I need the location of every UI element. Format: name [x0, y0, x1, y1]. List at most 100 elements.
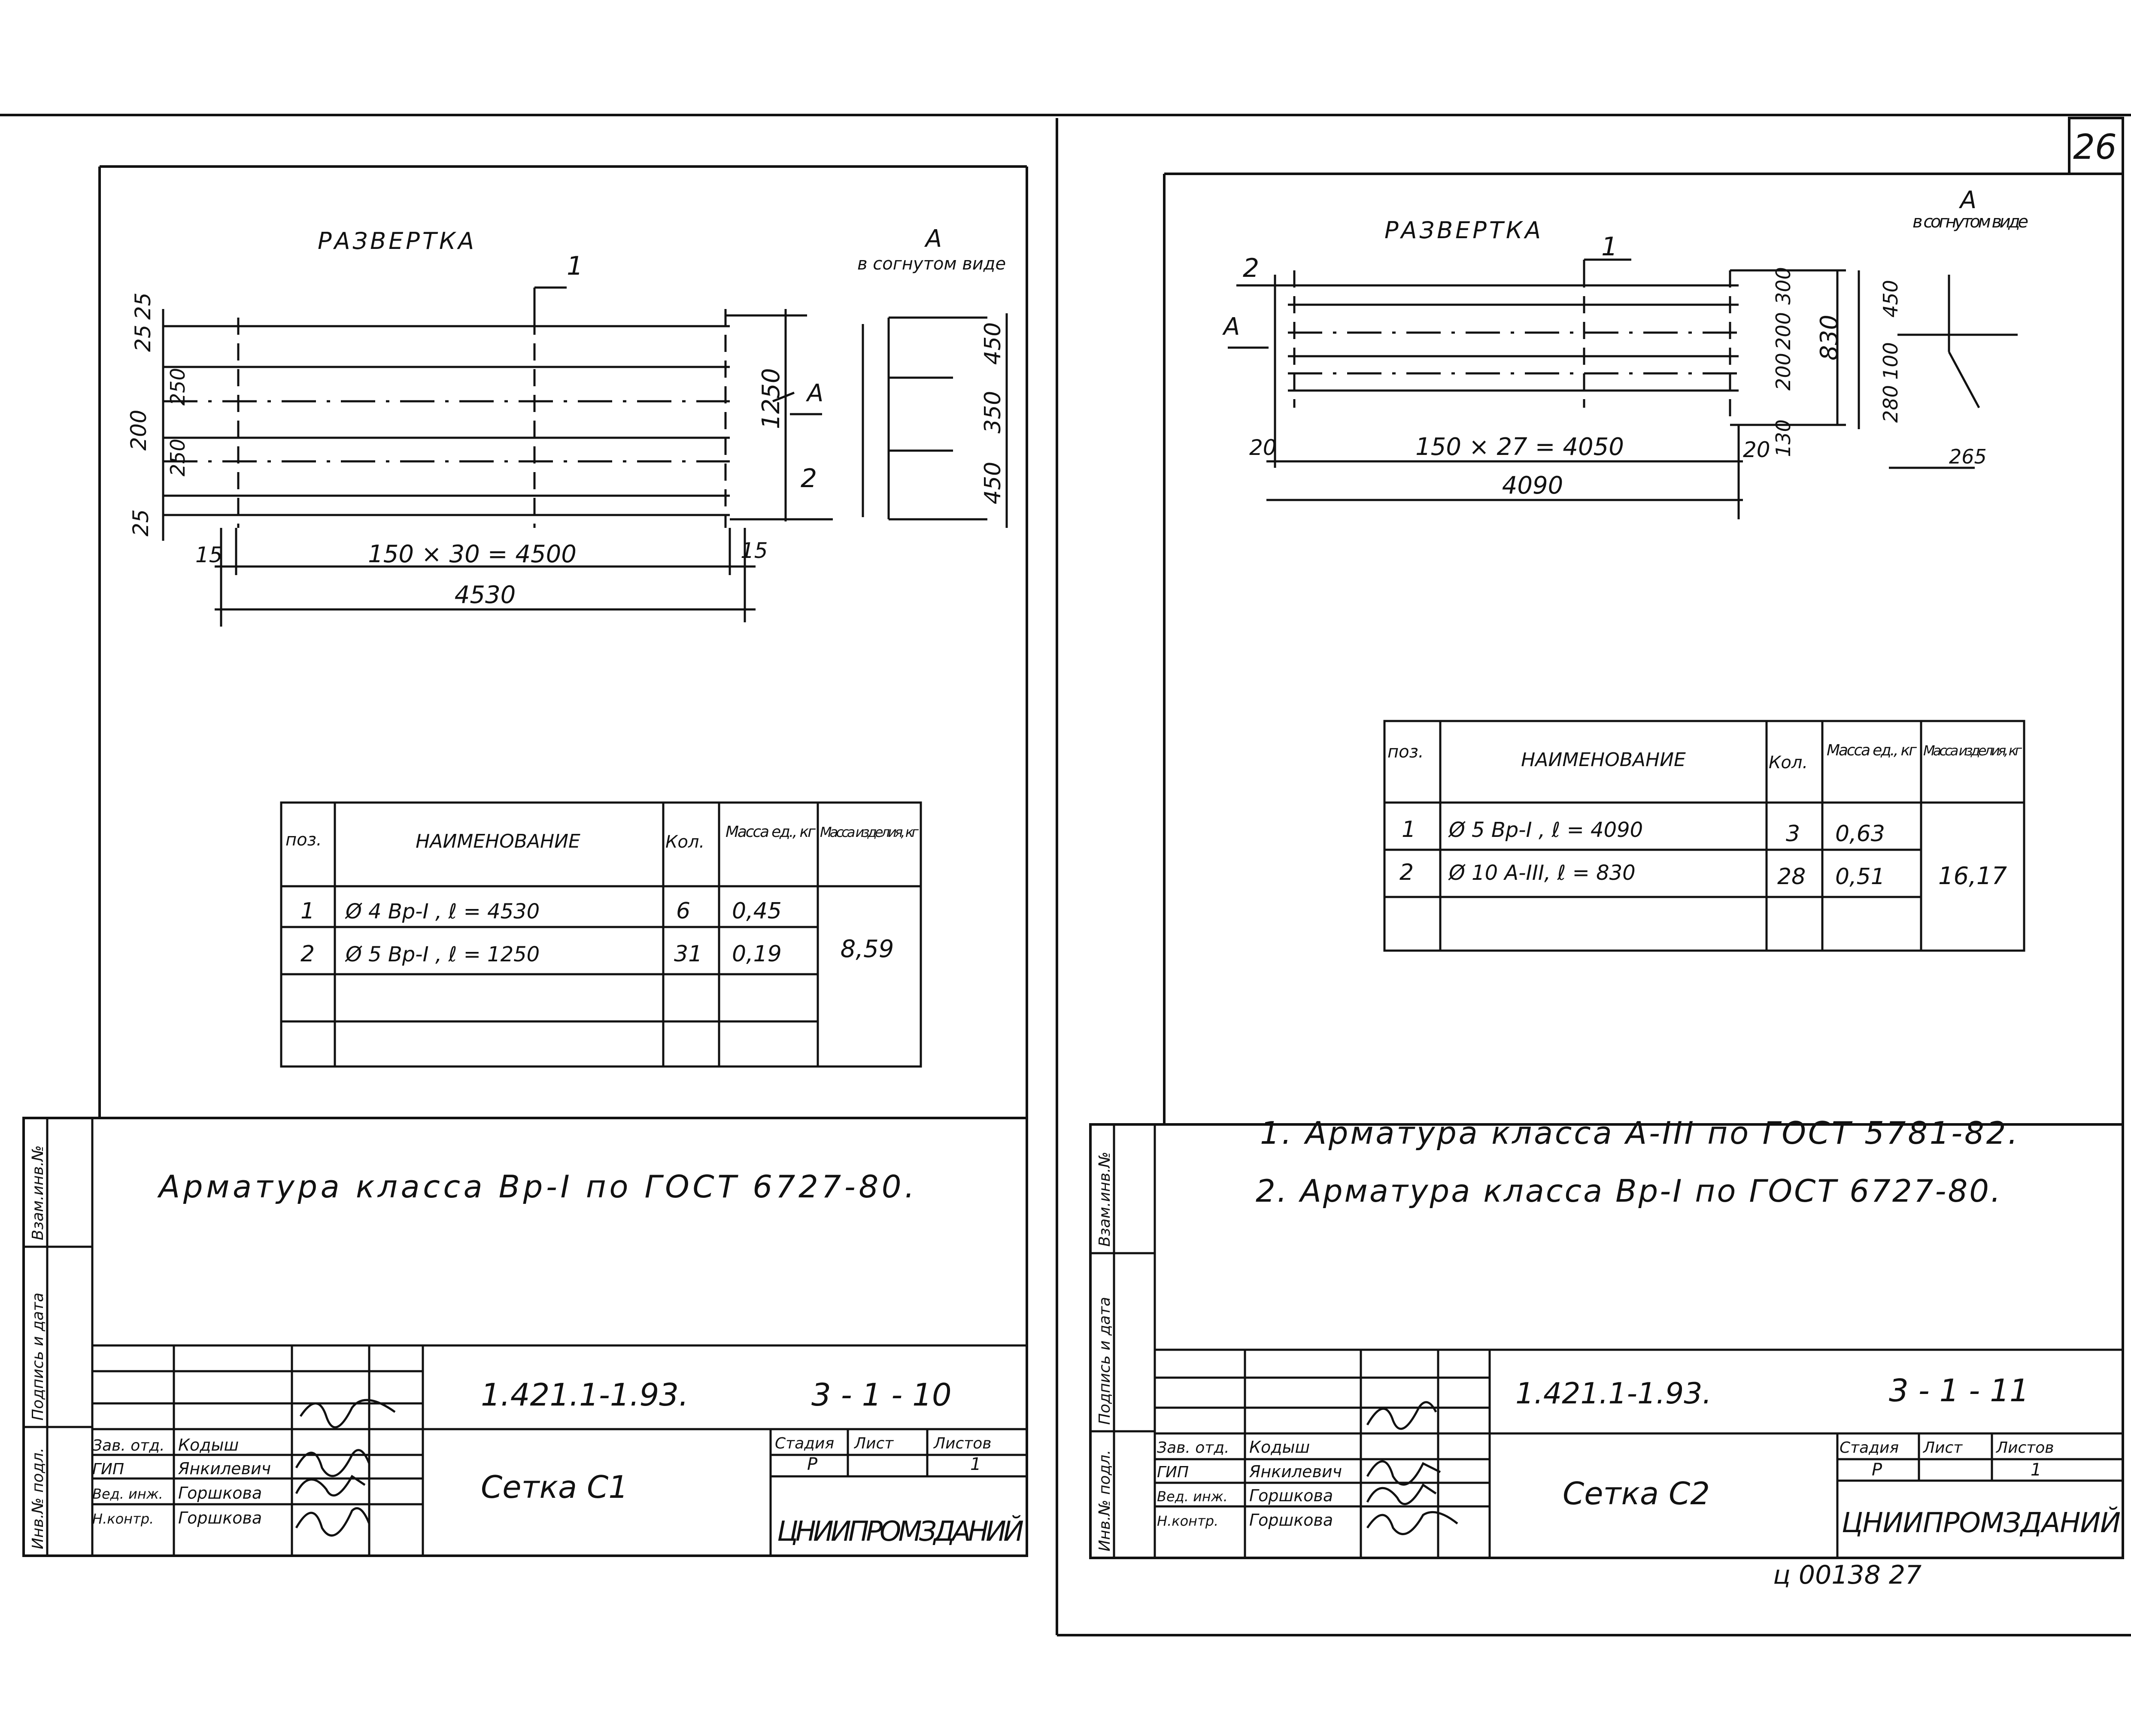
left-mass-total: 8,59: [841, 935, 894, 963]
right-row2-mass: 0,51: [1835, 864, 1885, 890]
right-dim-total: 4090: [1502, 472, 1563, 500]
left-tb-org: ЦНИИПРОМЗДАНИЙ: [777, 1515, 1024, 1548]
right-dim-280: 280: [1879, 385, 1902, 423]
right-note-2: 2. Арматура класса Вр-I по ГОСТ 6727-80.: [1256, 1173, 2000, 1209]
right-tb-code: 1.421.1-1.93.: [1515, 1377, 1712, 1411]
right-dim-20-right: 20: [1743, 437, 1770, 462]
right-th-mass-unit: Масса ед., кг: [1827, 742, 1917, 759]
right-tb-listov-h: Листов: [1995, 1439, 2054, 1457]
right-tb-role-4: Н.контр.: [1157, 1513, 1218, 1529]
left-th-qty: Кол.: [665, 832, 704, 852]
right-tb-name-3: Горшкова: [1249, 1486, 1333, 1505]
right-row2-qty: 28: [1777, 864, 1806, 890]
right-dim-450: 450: [1879, 280, 1902, 318]
page-number: 26: [2073, 127, 2117, 167]
left-tb-code: 1.421.1-1.93.: [481, 1377, 689, 1413]
right-sheet: РАЗВЕРТКА 2 1 А 300 200 200 1: [1089, 118, 2124, 1590]
right-mass-total: 16,17: [1938, 862, 2007, 890]
left-dim-span: 150 × 30 = 4500: [368, 540, 577, 568]
left-arrow-a: А: [806, 379, 823, 407]
right-tb-role-1: Зав. отд.: [1157, 1439, 1229, 1457]
left-dim-15-right: 15: [741, 538, 768, 563]
right-dim-265: 265: [1949, 445, 1987, 468]
left-signatures: [295, 1399, 396, 1537]
left-tb-listov-h: Листов: [933, 1435, 991, 1452]
left-note: Арматура класса Вр-I по ГОСТ 6727-80.: [157, 1169, 914, 1205]
right-signatures: [1366, 1401, 1458, 1536]
left-row2-mass: 0,19: [732, 941, 782, 967]
left-side-inv: Инв.№ подл.: [29, 1448, 47, 1549]
left-th-name: НАИМЕНОВАНИЕ: [416, 830, 580, 852]
left-row2-pos: 2: [301, 941, 315, 967]
right-note-1: 1. Арматура класса А-III по ГОСТ 5781-82…: [1260, 1115, 2018, 1151]
right-spec-table: поз. НАИМЕНОВАНИЕ Кол. Масса ед., кг Мас…: [1383, 720, 2025, 952]
left-tb-name-2: Янкилевич: [178, 1459, 271, 1478]
right-title-block-grid: [1155, 1348, 2123, 1558]
left-dim-top: 25: [131, 292, 155, 320]
right-dim-130: 130: [1772, 419, 1795, 457]
left-dim-v450b: 450: [980, 462, 1006, 504]
right-tb-role-3: Вед. инж.: [1157, 1488, 1228, 1505]
left-tb-role-4: Н.контр.: [92, 1511, 154, 1527]
left-th-pos: поз.: [285, 830, 322, 850]
left-dim-v350: 350: [980, 391, 1006, 433]
left-side-vzam: Взам.инв.№: [29, 1145, 47, 1240]
right-dim-200a: 200: [1772, 312, 1795, 350]
right-tb-list-h: Лист: [1922, 1439, 1963, 1457]
left-view-a-drawing: [862, 313, 1008, 528]
right-row1-mass: 0,63: [1835, 821, 1885, 847]
left-side-stamp: [22, 1117, 94, 1557]
left-th-mass-total: Масса изделия, кг: [820, 824, 919, 840]
right-side-stamp: [1089, 1123, 1156, 1559]
left-tb-name-3: Горшкова: [178, 1484, 262, 1503]
right-pos-2: 2: [1243, 253, 1259, 283]
left-row1-pos: 1: [301, 898, 315, 924]
right-th-name: НАИМЕНОВАНИЕ: [1521, 749, 1686, 771]
left-dim-250b: 250: [166, 439, 189, 476]
right-tb-stage-h: Стадия: [1840, 1439, 1899, 1457]
left-title-block-grid: [92, 1344, 1027, 1556]
right-th-pos: поз.: [1387, 742, 1424, 762]
right-row2-pos: 2: [1399, 860, 1414, 885]
right-row1-pos: 1: [1402, 817, 1416, 842]
left-pos-1: 1: [567, 251, 583, 281]
right-tb-stage: Р: [1872, 1460, 1882, 1480]
left-tb-stage: Р: [807, 1454, 818, 1474]
right-tb-role-2: ГИП: [1157, 1463, 1189, 1481]
right-side-inv: Инв.№ подл.: [1096, 1450, 1114, 1551]
left-dim-200: 200: [126, 410, 151, 451]
left-dim-250: 250: [166, 368, 189, 406]
left-tb-listov: 1: [970, 1454, 981, 1474]
left-side-podpis: Подпись и дата: [29, 1293, 47, 1421]
left-dim-total: 4530: [455, 581, 516, 609]
left-tb-role-1: Зав. отд.: [92, 1437, 165, 1454]
right-dim-200b: 200: [1772, 353, 1795, 391]
left-tb-list-h: Лист: [853, 1435, 894, 1452]
right-row1-qty: 3: [1786, 821, 1800, 847]
right-tb-name-2: Янкилевич: [1249, 1462, 1342, 1481]
right-arrow-a: А: [1222, 313, 1240, 341]
right-dim-span: 150 × 27 = 4050: [1415, 433, 1624, 461]
left-tb-name: Сетка С1: [481, 1469, 628, 1505]
right-side-vzam: Взам.инв.№: [1096, 1151, 1114, 1247]
left-tb-name-4: Горшкова: [178, 1509, 262, 1527]
right-dim-100: 100: [1879, 342, 1902, 380]
right-pos-1: 1: [1601, 232, 1618, 262]
right-tb-org: ЦНИИПРОМЗДАНИЙ: [1842, 1506, 2121, 1539]
right-dim-830: 830: [1815, 315, 1843, 361]
right-row2-name: Ø 10 А-III, ℓ = 830: [1448, 861, 1636, 885]
page-number-box: 26: [2068, 117, 2124, 175]
right-mesh-lines: [1228, 258, 1846, 519]
left-row2-qty: 31: [674, 941, 702, 967]
left-dim-v450a: 450: [980, 322, 1006, 365]
right-view-a-sub: в согнутом виде: [1912, 212, 2028, 232]
left-tb-name-1: Кодыш: [178, 1436, 239, 1454]
left-row1-mass: 0,45: [732, 898, 782, 924]
right-dim-20-left: 20: [1249, 435, 1277, 460]
right-tb-name: Сетка С2: [1563, 1475, 1710, 1512]
right-th-qty: Кол.: [1769, 753, 1808, 773]
bottom-stamp: ц 00138 27: [1773, 1560, 1922, 1590]
left-dim-pitch-a: 25: [131, 324, 155, 352]
left-tb-stage-h: Стадия: [775, 1435, 834, 1452]
